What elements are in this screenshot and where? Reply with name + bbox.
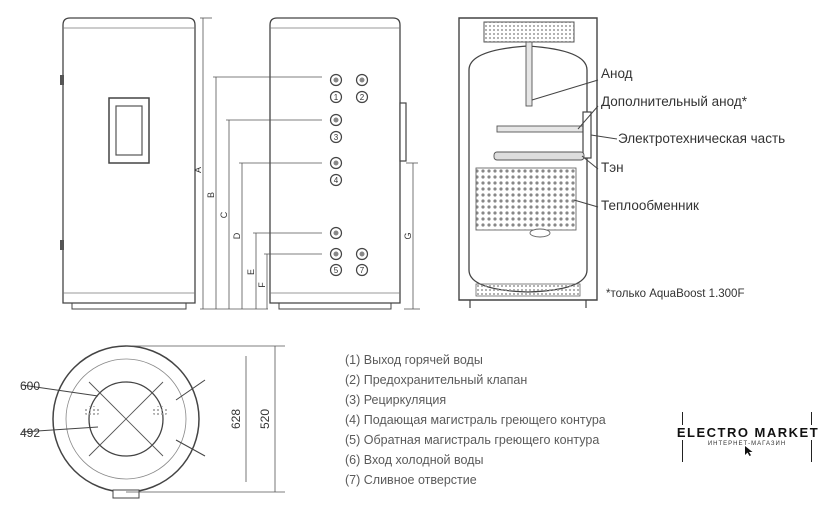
port-number-3: 3 — [334, 133, 339, 142]
dimension-labels: A B C D E F G — [193, 167, 413, 288]
port-7-drain — [355, 247, 369, 277]
heating-element — [493, 151, 585, 161]
port-3-recirculation — [329, 113, 343, 144]
legend-item-hot-water-outlet: (1) Выход горячей воды — [345, 353, 483, 367]
dimension-628: 628 — [229, 409, 243, 429]
callout-electrical-part: Электротехническая часть — [618, 131, 786, 146]
dimension-lines — [200, 17, 420, 310]
dimension-label-b: B — [206, 192, 216, 198]
callout-additional-anode: Дополнительный анод* — [601, 94, 747, 109]
anode-rod — [525, 41, 533, 107]
port-2-safety-valve — [355, 73, 369, 104]
callout-heating-element: Тэн — [601, 160, 624, 175]
connection-legend: (1) Выход горячей воды (2) Предохранител… — [345, 350, 606, 490]
legend-item-cold-water-inlet: (6) Вход холодной воды — [345, 453, 484, 467]
additional-anode — [496, 125, 584, 133]
port-4-heating-supply — [329, 156, 343, 187]
legend-item-heating-return: (5) Обратная магистраль греющего контура — [345, 433, 600, 447]
dimension-label-f: F — [257, 282, 267, 288]
port-6-cold-water-inlet — [329, 247, 343, 261]
top-view — [21, 345, 206, 499]
dimension-520: 520 — [258, 409, 272, 429]
callout-leaders — [531, 79, 618, 208]
port-5-heating-return — [329, 226, 343, 277]
aquaboost-footnote: *только AquaBoost 1.300F — [606, 288, 745, 300]
logo-tagline: ИНТЕРНЕТ-МАГАЗИН — [707, 441, 787, 447]
dimension-label-e: E — [246, 269, 256, 275]
port-numbers: 1 2 3 4 5 6 7 — [334, 93, 365, 275]
dimension-492: 492 — [20, 426, 40, 440]
connection-ports — [329, 73, 369, 277]
port-number-5: 5 — [334, 266, 339, 275]
port-number-1: 1 — [334, 93, 339, 102]
callout-anode: Анод — [601, 66, 633, 81]
port-1-hot-water-outlet — [329, 73, 343, 104]
callout-heat-exchanger: Теплообменник — [601, 198, 699, 213]
port-number-4: 4 — [334, 176, 339, 185]
electro-market-logo: ELECTRO MARKET ИНТЕРНЕТ-МАГАЗИН — [668, 412, 828, 464]
legend-item-safety-valve: (2) Предохранительный клапан — [345, 373, 528, 387]
dimension-label-a: A — [193, 167, 203, 173]
dimension-label-d: D — [232, 232, 242, 239]
legend-item-recirculation: (3) Рециркуляция — [345, 393, 447, 407]
dimension-label-g: G — [403, 232, 413, 239]
top-view-dimension-lines — [126, 345, 285, 493]
legend-item-heating-supply: (4) Подающая магистраль греющего контура — [345, 413, 606, 427]
dimension-label-c: C — [219, 211, 229, 218]
cursor-icon — [745, 446, 753, 456]
dimension-600: 600 — [20, 379, 40, 393]
logo-name: ELECTRO MARKET — [668, 425, 828, 440]
front-panel-window — [108, 97, 150, 164]
top-view-dimension-labels: 600 492 628 520 — [20, 379, 272, 440]
port-number-7: 7 — [360, 266, 365, 275]
legend-item-drain: (7) Сливное отверстие — [345, 473, 477, 487]
heat-exchanger-coil — [475, 167, 577, 238]
port-number-2: 2 — [360, 93, 365, 102]
